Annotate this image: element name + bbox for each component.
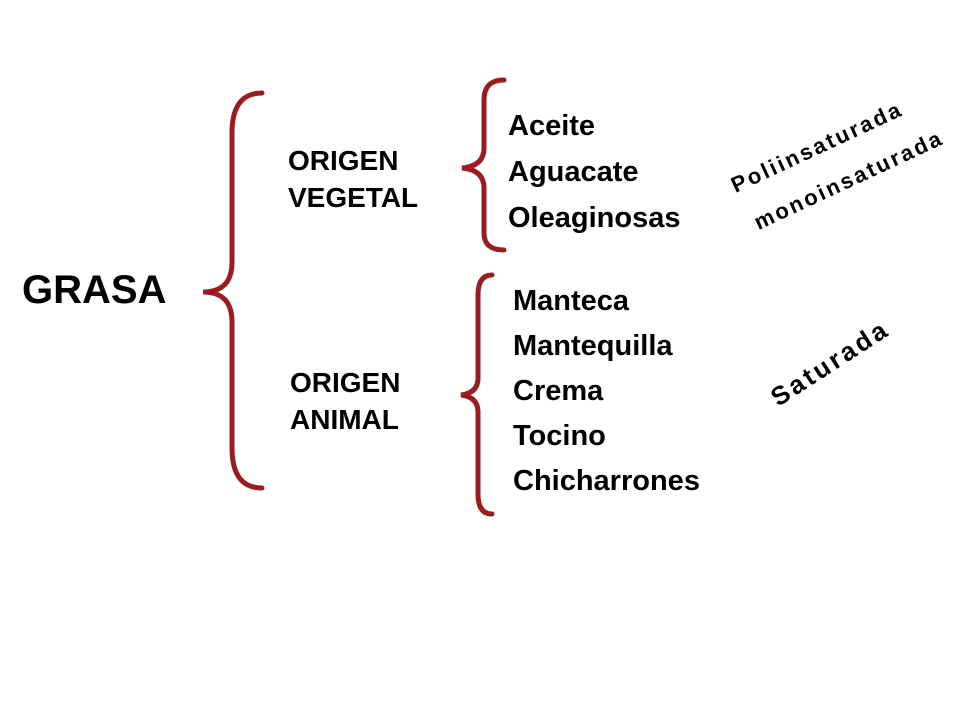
category-animal-line2: ANIMAL bbox=[290, 404, 399, 435]
list-item: Aceite bbox=[508, 110, 596, 142]
vegetal-brace bbox=[461, 77, 507, 253]
root-label: GRASA bbox=[22, 268, 167, 312]
main-brace bbox=[202, 90, 265, 491]
list-item: Manteca bbox=[513, 285, 630, 317]
category-animal-label: ORIGEN ANIMAL bbox=[290, 364, 400, 438]
list-item: Tocino bbox=[513, 420, 606, 452]
vegetal-items-list: Aceite Aguacate Oleaginosas bbox=[508, 103, 680, 241]
category-vegetal-line1: ORIGEN bbox=[288, 145, 399, 176]
category-animal-line1: ORIGEN bbox=[290, 367, 401, 398]
list-item: Mantequilla bbox=[513, 330, 673, 362]
animal-items-list: Manteca Mantequilla Crema Tocino Chichar… bbox=[513, 279, 700, 504]
list-item: Oleaginosas bbox=[508, 202, 681, 234]
category-vegetal-label: ORIGEN VEGETAL bbox=[288, 142, 418, 216]
list-item: Chicharrones bbox=[513, 465, 700, 497]
list-item: Crema bbox=[513, 375, 604, 407]
list-item: Aguacate bbox=[508, 156, 639, 188]
category-vegetal-line2: VEGETAL bbox=[288, 182, 419, 213]
animal-brace bbox=[460, 272, 495, 517]
